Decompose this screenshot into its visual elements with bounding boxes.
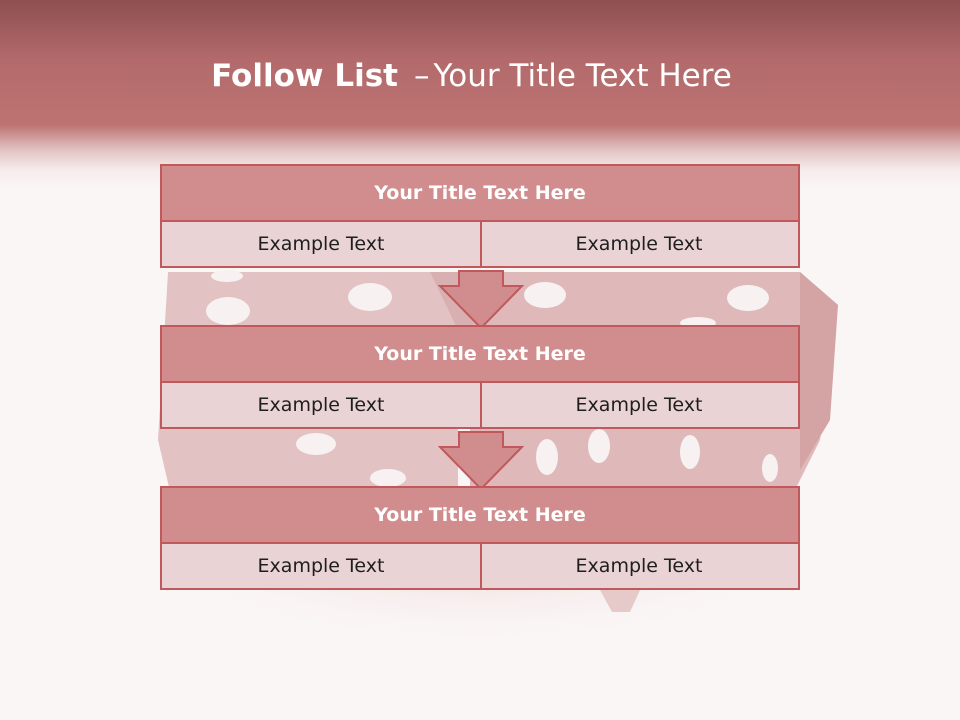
title-banner [0, 0, 960, 190]
list-block-3: Your Title Text Here Example Text Exampl… [160, 486, 800, 590]
list-block-1: Your Title Text Here Example Text Exampl… [160, 164, 800, 268]
list-block-title: Your Title Text Here [162, 327, 798, 383]
list-block-text-right: Example Text [575, 555, 703, 577]
list-block-text-left: Example Text [162, 383, 482, 427]
down-arrow-2 [438, 431, 524, 491]
list-block-title: Your Title Text Here [162, 488, 798, 544]
slide-title-rest: Your Title Text Here [433, 58, 732, 94]
list-block-text-left: Example Text [162, 544, 482, 588]
list-block-text-right: Example Text [575, 394, 703, 416]
down-arrow-1 [438, 270, 524, 330]
list-block-title: Your Title Text Here [162, 166, 798, 222]
slide-title-separator: – [413, 58, 430, 94]
list-block-text-right: Example Text [575, 233, 703, 255]
list-block-2: Your Title Text Here Example Text Exampl… [160, 325, 800, 429]
list-block-text-left: Example Text [162, 222, 482, 266]
slide-title: Follow List–Your Title Text Here [0, 56, 943, 96]
slide-title-bold: Follow List [211, 58, 398, 94]
